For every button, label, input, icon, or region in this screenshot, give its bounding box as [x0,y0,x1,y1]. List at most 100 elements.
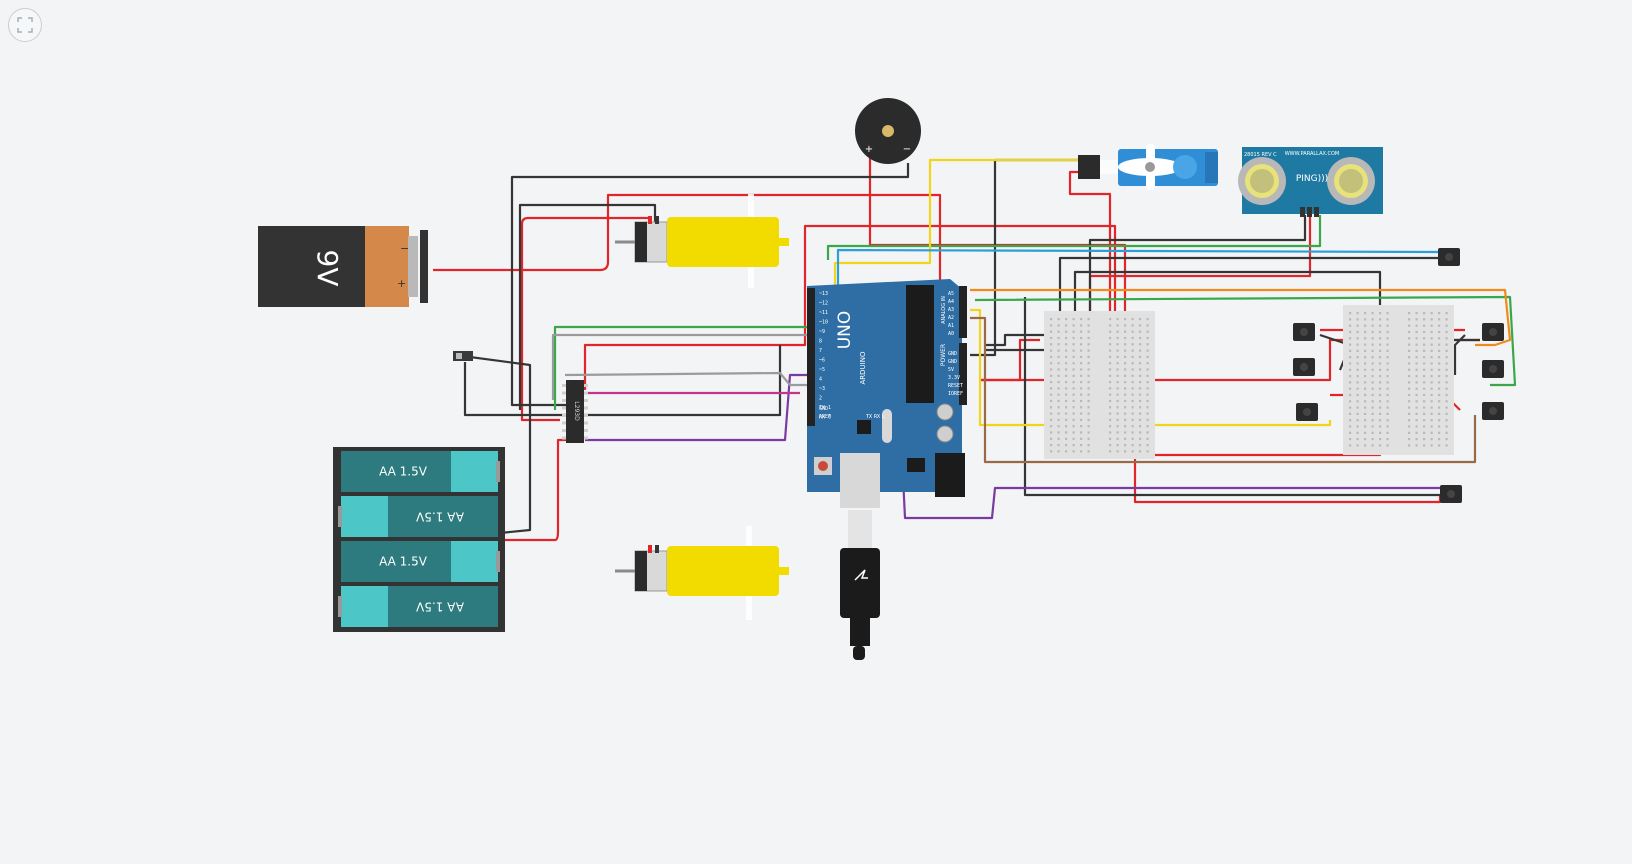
sensor-module-5[interactable] [1482,323,1504,341]
led-label: TX [866,414,872,420]
analog-pin-label: A2 [948,315,954,321]
battery-9v-minus: − [400,242,409,255]
wire-green[interactable] [553,325,810,410]
digital-pin-label: 8 [819,339,822,345]
battery-9v-body [258,226,365,307]
arduino-analog-label: ANALOG IN [941,296,947,324]
wires [433,150,1517,542]
analog-pin-label: A4 [948,299,954,305]
led-label: RX [874,414,880,420]
misc-pin-label: AREF [819,414,831,420]
sensor-module-7[interactable] [1482,402,1504,420]
battery-9v-label-area [365,226,409,307]
analog-pin-label: A5 [948,291,954,297]
sensor-module-3[interactable] [1293,358,1315,376]
digital-pin-label: ~3 [819,386,825,392]
power-jack[interactable] [935,453,965,497]
sensor-module-8[interactable] [1440,485,1462,503]
usb-cable[interactable] [840,510,880,660]
wire-red[interactable] [1068,170,1112,340]
digital-pin-label: TX 1 [819,405,831,411]
battery-9v-terminal [408,236,418,297]
power-pin-label: GND [948,351,957,357]
wire-green[interactable] [974,295,1517,387]
wire-black[interactable] [463,345,782,417]
analog-header[interactable] [959,286,967,338]
digital-pin-label: ~10 [819,320,828,326]
wire-black[interactable] [510,163,910,407]
wire-gray[interactable] [564,371,810,387]
wire-orange[interactable] [970,288,1512,347]
digital-pin-label: 7 [819,348,822,354]
ultrasonic-sensor-ping[interactable]: WWW.PARALLAX.COM PING))) 28015 REV C [1238,147,1383,217]
fit-to-view-button[interactable] [8,8,42,42]
wire-brown[interactable] [970,316,1477,464]
digital-pin-label: RX 0 [819,415,831,421]
arduino-uno[interactable]: UNO ARDUINO POWER ANALOG IN ~13~12~11~10… [807,279,967,508]
wire-red[interactable] [520,216,652,422]
digital-header[interactable] [807,288,815,426]
aa-cell: AA 1.5V [338,586,498,627]
battery-pack-4xaa[interactable]: AA 1.5V AA 1.5V AA 1.5V AA 1.5V [333,447,505,632]
aa-cell-label: AA 1.5V [415,600,464,614]
aa-cell-label: AA 1.5V [379,555,428,569]
sensors [1293,248,1504,503]
digital-pin-label: ~12 [819,301,828,307]
ultrasonic-brand: WWW.PARALLAX.COM [1285,151,1340,157]
sensor-module-2[interactable] [1293,323,1315,341]
usb-port[interactable] [840,453,880,508]
wire-black[interactable] [454,353,532,535]
digital-pin-label: ~5 [819,367,825,373]
wire-black[interactable] [518,203,657,410]
servo-motor[interactable] [1078,144,1218,190]
piezo-buzzer[interactable]: + − [855,98,921,164]
digital-pin-label: ~13 [819,291,828,297]
analog-pin-label: A3 [948,307,954,313]
battery-9v-label: 9V [311,250,344,287]
wire-green[interactable] [826,215,1322,260]
battery-9v[interactable]: 9V − + [258,226,428,307]
wire-black[interactable] [1453,334,1466,375]
motor-driver-l293d[interactable]: L293D [562,380,588,443]
breadboard-right[interactable] [1343,305,1454,455]
aa-cell-label: AA 1.5V [415,510,464,524]
dc-motor-top[interactable] [615,194,789,288]
wire-blue[interactable] [836,248,1441,300]
aa-cell: AA 1.5V [338,496,498,537]
digital-pin-label: ~6 [819,358,825,364]
wire-gray[interactable] [551,333,810,400]
battery-9v-plus: + [397,277,406,290]
atmega-chip [906,285,934,403]
digital-pin-label: 2 [819,396,822,402]
analog-pin-label: A1 [948,323,954,329]
aa-cell: AA 1.5V [341,541,500,582]
wire-red[interactable] [505,438,580,542]
aa-cell: AA 1.5V [341,451,500,492]
misc-pin-label: GND [819,406,828,412]
wire-black[interactable] [985,256,1440,352]
driver-chip-label: L293D [573,401,580,421]
digital-pin-label: 4 [819,377,822,383]
power-header[interactable] [959,343,967,405]
sensor-module-6[interactable] [1482,360,1504,378]
battery-9v-clip [420,230,428,303]
power-pin-label: 3.3V [948,375,960,381]
arduino-power-label: POWER [940,344,947,366]
buzzer-plus: + [865,144,873,155]
sensor-module-1[interactable] [1438,248,1460,266]
power-pin-label: GND [948,359,957,365]
power-pin-label: RESET [948,383,963,389]
wire-purple[interactable] [585,373,810,442]
led-label: L [882,414,885,420]
slide-switch[interactable] [453,351,473,361]
breadboard-left[interactable] [1044,311,1155,459]
sensor-module-4[interactable] [1296,403,1318,421]
buzzer-minus: − [903,144,911,155]
dc-motor-bottom[interactable] [615,526,789,620]
power-pin-label: 5V [948,367,954,373]
ultrasonic-model: PING))) [1296,174,1328,184]
wire-black[interactable] [1023,297,1440,497]
wire-yellow[interactable] [970,308,1332,427]
ultrasonic-rev: 28015 REV C [1244,152,1277,158]
